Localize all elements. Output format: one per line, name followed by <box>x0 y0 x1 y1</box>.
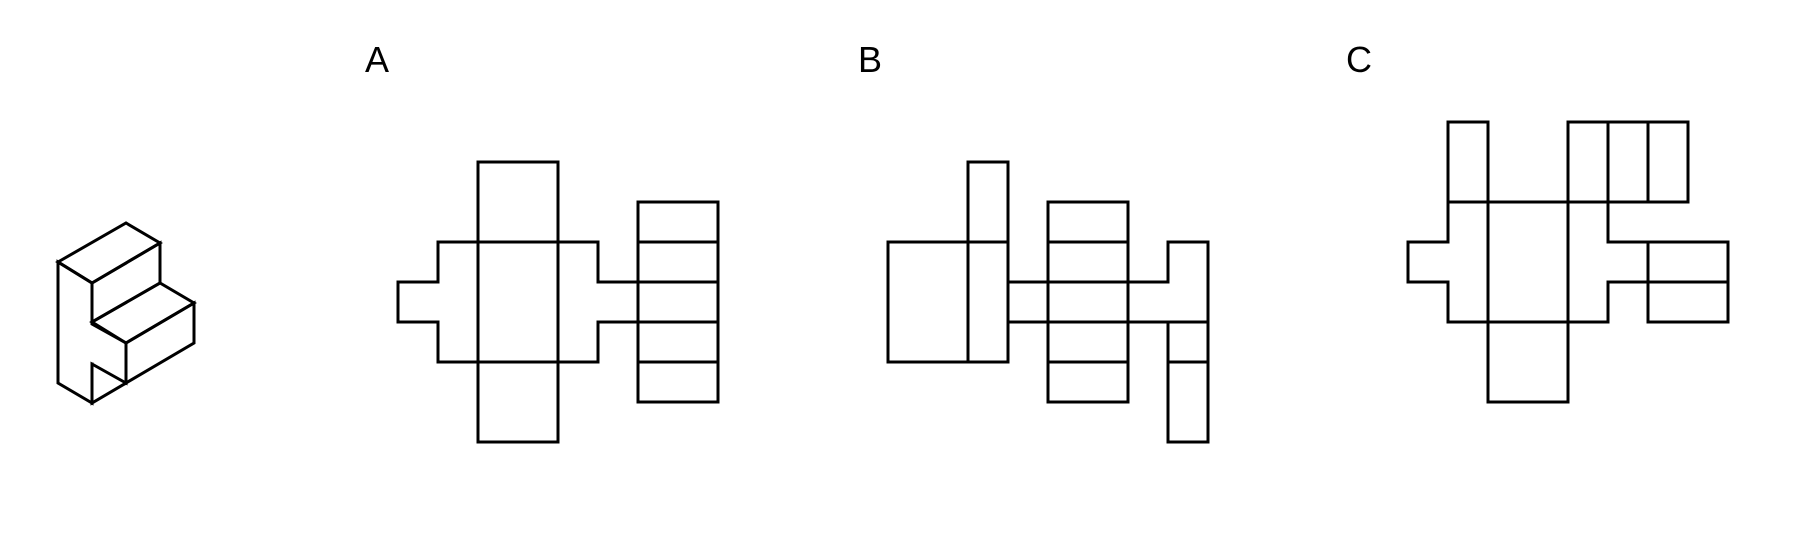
solid-front-face <box>124 300 196 386</box>
net-b-right-connector <box>1126 240 1210 324</box>
solid-step-riser <box>90 240 162 325</box>
option-b-label: B <box>858 39 882 80</box>
net-a-top-face <box>476 160 560 244</box>
isometric-solid <box>55 221 197 406</box>
option-a-label: A <box>365 39 389 80</box>
net-a-left-wing <box>396 240 480 364</box>
net-b <box>886 160 1210 444</box>
net-b-connector <box>1006 280 1050 362</box>
net-c-center-face <box>1486 200 1570 324</box>
net-c-right-connector <box>1566 200 1650 324</box>
net-a <box>396 160 720 444</box>
net-a-right-wing <box>556 240 640 364</box>
net-b-tall-strip <box>966 160 1010 364</box>
net-a-center-face <box>476 240 560 364</box>
option-c-label: C <box>1346 39 1372 80</box>
net-c-bottom-face <box>1486 320 1570 404</box>
net-c-top-strip <box>1566 120 1690 204</box>
net-c-top-tab <box>1446 120 1490 204</box>
net-c <box>1406 120 1730 404</box>
net-c-left-wing <box>1406 200 1490 324</box>
solid-notch-edge <box>90 362 129 406</box>
net-b-right-strip <box>1166 320 1210 444</box>
net-a-bottom-face <box>476 360 560 444</box>
net-b-large-face <box>886 240 970 364</box>
net-b-center-column <box>1046 200 1130 404</box>
net-a-strip <box>636 200 720 404</box>
